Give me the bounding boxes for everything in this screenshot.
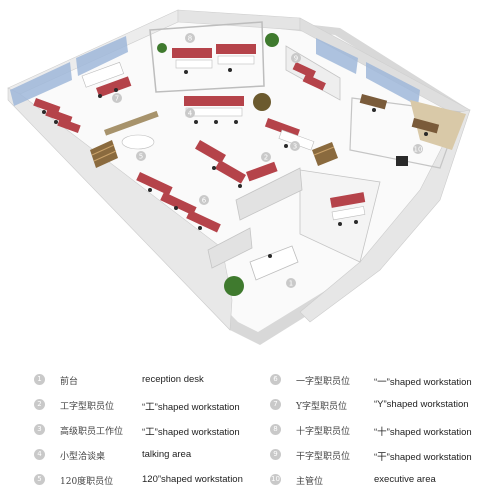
legend-label-cn: 高级职员工作位 (60, 427, 124, 437)
legend-label-cn: 主管位 (296, 477, 324, 487)
svg-text:2: 2 (264, 154, 268, 162)
legend-label-cn: 工字型职员位 (60, 402, 115, 412)
legend-number: 7 (270, 399, 281, 410)
plan-marker-5: 5 (136, 151, 146, 161)
plan-marker-3: 3 (290, 141, 300, 151)
legend-label-en: “工”shaped workstation (142, 427, 240, 438)
plan-marker-9: 9 (291, 53, 301, 63)
workstation-cluster-lower-right (330, 192, 366, 226)
window-center-left (76, 36, 128, 76)
legend-item-1: 1 前台 reception desk (34, 372, 259, 390)
stairs-right (312, 142, 338, 166)
legend-number: 10 (270, 474, 281, 485)
legend-item-7: 7 Y字型职员位 “Y”shaped workstation (270, 397, 484, 415)
legend-label-en: “Y”shaped workstation (374, 399, 469, 410)
plan-marker-1: 1 (286, 278, 296, 288)
legend-number: 6 (270, 374, 281, 385)
legend-number: 5 (34, 474, 45, 485)
partition-center-wall (235, 167, 303, 221)
plan-marker-4: 4 (185, 108, 195, 118)
legend-number: 8 (270, 424, 281, 435)
svg-text:1: 1 (289, 280, 293, 288)
legend-label-cn: Y字型职员位 (296, 402, 347, 412)
legend-number: 3 (34, 424, 45, 435)
workstation-cluster-top-left (33, 98, 81, 134)
svg-text:3: 3 (293, 143, 297, 151)
reception-desk (249, 245, 299, 281)
legend-label-cn: 120度职员位 (60, 477, 114, 487)
legend-label-cn: 小型洽谈桌 (60, 452, 106, 462)
legend-label-en: “工”shaped workstation (142, 402, 240, 413)
legend-number: 1 (34, 374, 45, 385)
svg-text:6: 6 (202, 197, 207, 205)
plan-marker-6: 6 (199, 195, 209, 205)
legend-label-cn: 一字型职员位 (296, 377, 351, 387)
legend-item-5: 5 120度职员位 120”shaped workstation (34, 472, 259, 490)
svg-text:9: 9 (294, 55, 298, 63)
svg-text:7: 7 (115, 95, 119, 103)
plan-marker-10: 10 (413, 144, 423, 154)
workstation-cluster-top-room (172, 44, 256, 74)
legend-number: 2 (34, 399, 45, 410)
plan-marker-2: 2 (261, 152, 271, 162)
legend-label-en: executive area (374, 474, 436, 485)
legend-label-en: “一”shaped workstation (374, 377, 472, 388)
legend-label-en: “干”shaped workstation (374, 452, 472, 463)
legend-number: 9 (270, 449, 281, 460)
workstation-cluster-small-room (292, 61, 326, 91)
window-right-1 (316, 38, 358, 74)
svg-text:10: 10 (414, 146, 423, 154)
legend-label-en: “十”shaped workstation (374, 427, 472, 438)
legend-label-cn: 十字型职员位 (296, 427, 351, 437)
legend-number: 4 (34, 449, 45, 460)
window-right-2 (366, 62, 420, 106)
executive-desks (359, 93, 440, 166)
talking-area-table (104, 110, 159, 150)
legend-item-4: 4 小型洽谈桌 talking area (34, 447, 259, 465)
legend-item-2: 2 工字型职员位 “工”shaped workstation (34, 397, 259, 415)
legend-item-9: 9 干字型职员位 “干”shaped workstation (270, 447, 484, 465)
legend-label-en: reception desk (142, 374, 204, 385)
partition-top-room (149, 21, 265, 93)
plan-marker-7: 7 (112, 93, 122, 103)
workstation-cluster-top-left-2 (81, 61, 132, 98)
workstation-cluster-center (195, 140, 278, 188)
isometric-floor-plan: 1 2 3 4 5 6 7 8 (7, 9, 471, 345)
legend-item-10: 10 主管位 executive area (270, 472, 484, 490)
svg-text:4: 4 (188, 110, 193, 118)
partition-reception-wall (207, 227, 253, 269)
legend-item-6: 6 一字型职员位 “一”shaped workstation (270, 372, 484, 390)
stairs-left (90, 140, 118, 168)
legend-label-cn: 前台 (60, 377, 79, 387)
svg-text:8: 8 (188, 35, 192, 43)
plant-icons (157, 33, 279, 296)
window-left (10, 62, 72, 106)
plan-marker-8: 8 (185, 33, 195, 43)
legend-label-en: 120”shaped workstation (142, 474, 243, 485)
legend-label-cn: 干字型职员位 (296, 452, 351, 462)
workstation-cluster-lower-left (136, 172, 221, 233)
legend-label-en: talking area (142, 449, 192, 460)
legend-item-8: 8 十字型职员位 “十”shaped workstation (270, 422, 484, 440)
svg-text:5: 5 (139, 153, 143, 161)
legend: 1 前台 reception desk 2 工字型职员位 “工”shaped w… (34, 372, 484, 494)
legend-item-3: 3 高级职员工作位 “工”shaped workstation (34, 422, 259, 440)
